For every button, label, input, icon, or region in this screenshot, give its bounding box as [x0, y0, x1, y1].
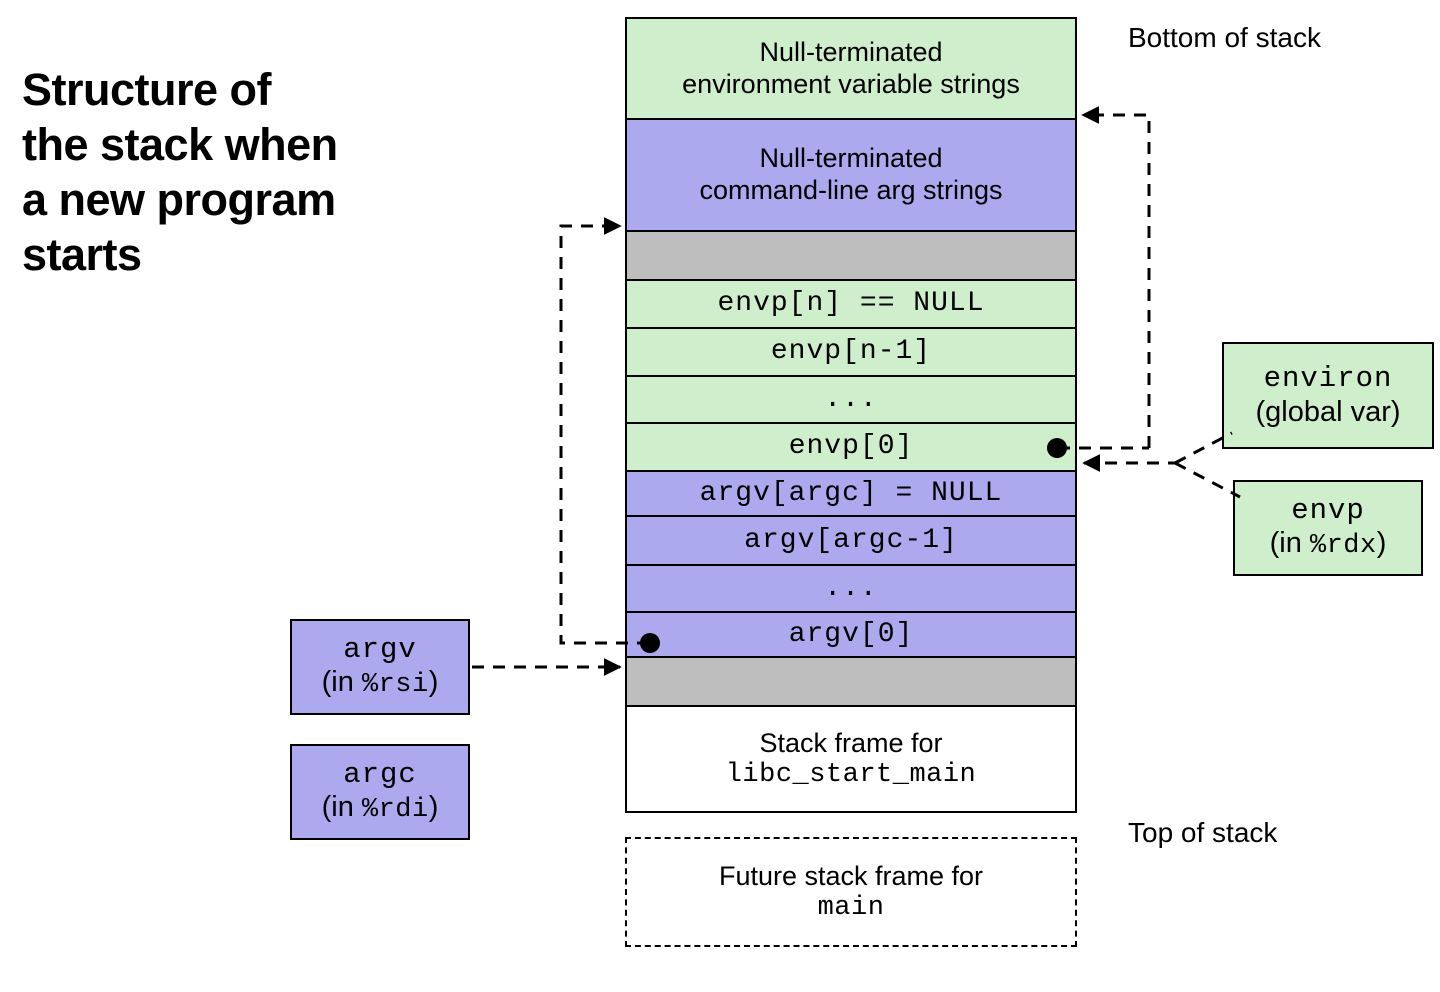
envp-ellipsis-label: ... — [824, 383, 878, 415]
stack-row-argv-argc-1: argv[argc-1] — [625, 515, 1077, 566]
future-frame-line-1: Future stack frame for — [718, 860, 984, 891]
arg-strings-line-1: Null-terminated — [759, 143, 943, 174]
envp-n-1-label: envp[n-1] — [770, 336, 932, 368]
argv-argc-label: argv[argc] = NULL — [699, 477, 1003, 509]
stack-row-envp-n-1: envp[n-1] — [625, 327, 1077, 377]
envp-callout-box: envp (in %rdx) — [1233, 480, 1423, 576]
page-title-line-4: starts — [22, 228, 142, 280]
stack-row-argv-0: argv[0] — [625, 611, 1077, 658]
environ-envp-to-envp0-arrow — [1082, 431, 1241, 499]
argc-callout-line-2: (in %rdi) — [321, 791, 439, 826]
env-strings-line-2: environment variable strings — [682, 68, 1020, 99]
stack-row-envp-n: envp[n] == NULL — [625, 279, 1077, 329]
stack-row-padding-upper — [625, 230, 1077, 281]
stack-row-libc-start-frame: Stack frame for libc_start_main — [625, 705, 1077, 813]
stack-row-argv-ellipsis: ... — [625, 564, 1077, 613]
page-title-line-1: Structure of — [22, 64, 272, 115]
environ-callout-line-2: (global var) — [1255, 395, 1401, 428]
page-title-line-2: the stack when — [22, 118, 338, 170]
libc-frame-line-1: Stack frame for — [759, 727, 943, 758]
stack-row-envp-ellipsis: ... — [625, 375, 1077, 424]
arg-strings-line-2: command-line arg strings — [699, 175, 1003, 205]
stack-row-arg-strings: Null-terminated command-line arg strings — [625, 118, 1077, 232]
envp-n-label: envp[n] == NULL — [717, 288, 985, 320]
stack-row-padding-lower — [625, 656, 1077, 707]
envp-callout-line-1: envp — [1291, 493, 1365, 527]
argc-callout-box: argc (in %rdi) — [290, 744, 470, 840]
page-title-line-3: a new program — [22, 173, 336, 225]
libc-frame-line-2: libc_start_main — [725, 760, 977, 790]
argv-argc-1-label: argv[argc-1] — [744, 524, 958, 556]
argv-callout-box: argv (in %rsi) — [290, 619, 470, 715]
argv-callout-line-2: (in %rsi) — [321, 666, 439, 701]
argv-ellipsis-label: ... — [824, 572, 878, 604]
argc-callout-line-1: argc — [343, 757, 417, 791]
top-of-stack-label: Top of stack — [1128, 817, 1278, 848]
stack-row-future-main-frame: Future stack frame for main — [625, 837, 1077, 947]
argv-0-label: argv[0] — [788, 618, 914, 650]
future-frame-line-2: main — [817, 893, 885, 923]
env-strings-line-1: Null-terminated — [759, 36, 943, 67]
stack-row-envp-0: envp[0] — [625, 422, 1077, 472]
envp-0-label: envp[0] — [788, 431, 914, 463]
argv-callout-line-1: argv — [343, 632, 417, 666]
stack-row-env-strings: Null-terminated environment variable str… — [625, 17, 1077, 120]
envp-callout-line-2: (in %rdx) — [1269, 527, 1387, 562]
stack-row-argv-argc: argv[argc] = NULL — [625, 470, 1077, 517]
page-title: Structure of the stack when a new progra… — [22, 63, 542, 283]
environ-callout-box: environ (global var) — [1222, 342, 1434, 449]
stack-diagram: Null-terminated environment variable str… — [625, 17, 1077, 813]
environ-callout-line-1: environ — [1263, 362, 1393, 396]
bottom-of-stack-label: Bottom of stack — [1128, 22, 1321, 53]
